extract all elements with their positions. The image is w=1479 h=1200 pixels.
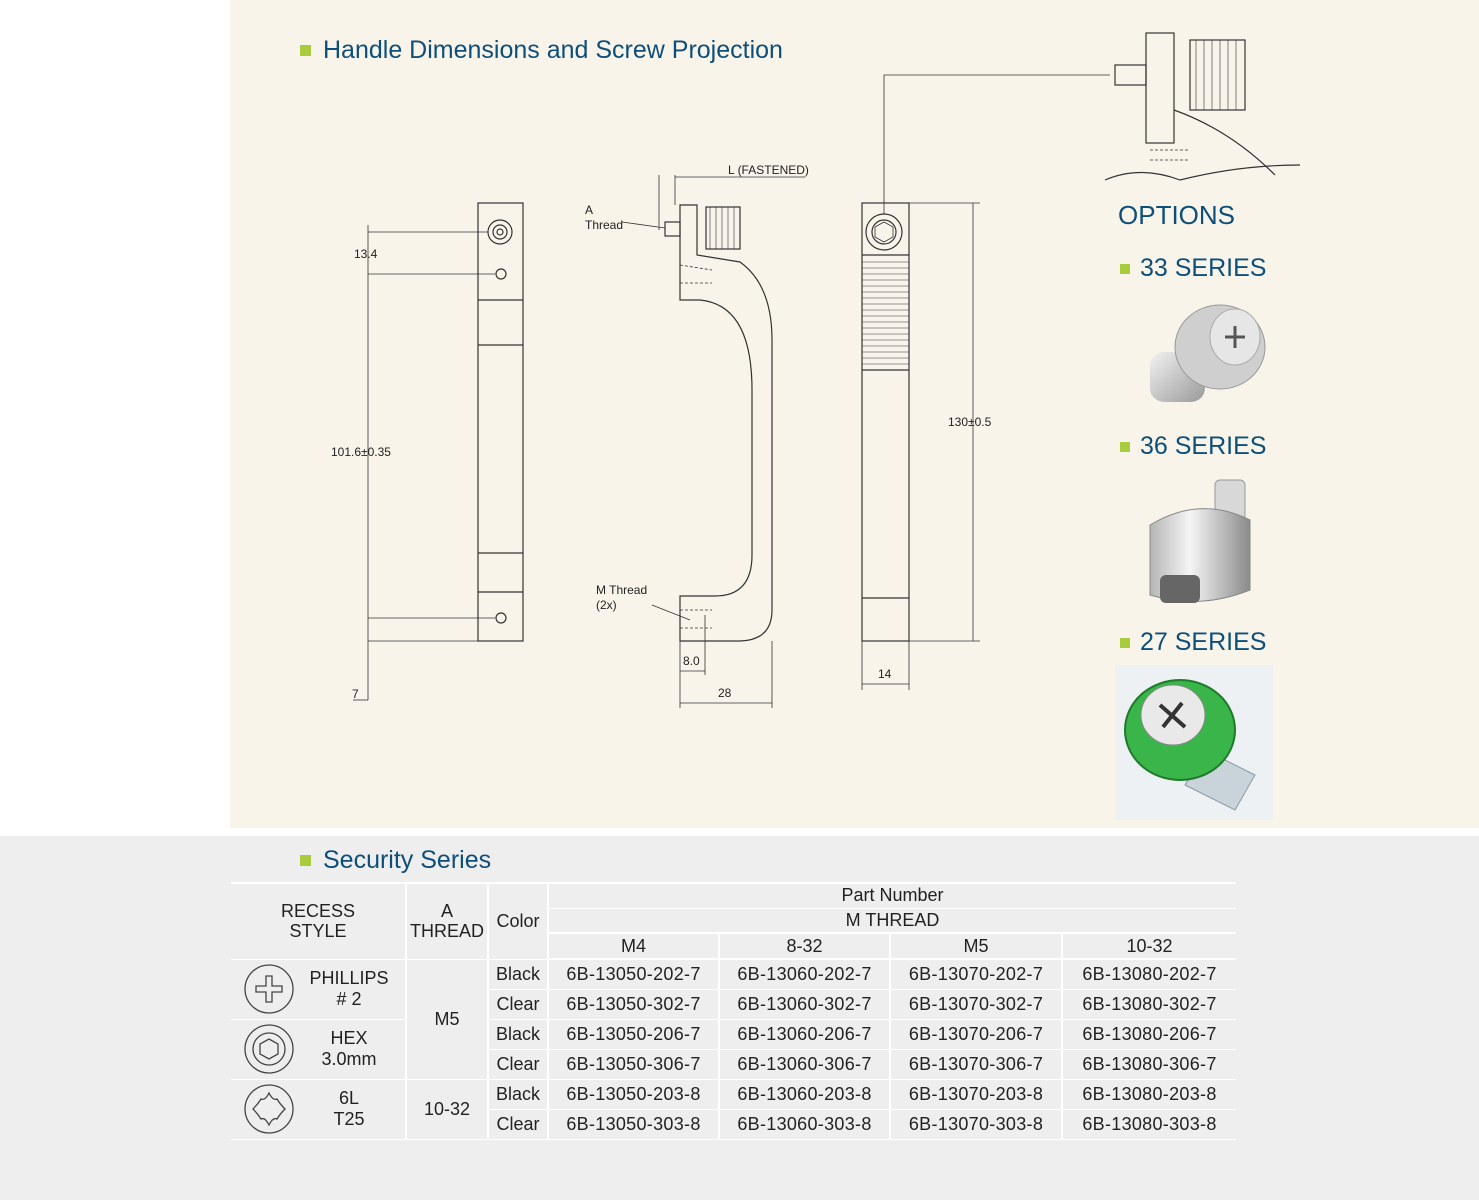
series-27-label: 27 SERIES [1120, 628, 1266, 657]
dim-13-4-label: 13.4 [354, 247, 378, 261]
col-8-32: 8-32 [719, 933, 891, 960]
a-thread-label-2: Thread [585, 218, 623, 232]
bullet-icon [1120, 637, 1130, 648]
table-row: PHILLIPS # 2 M5 Black 6B-13050-202-7 6B-… [231, 959, 1236, 1080]
table-row: Clear 6B-13050-303-8 6B-13060-303-8 6B-1… [231, 1109, 1236, 1140]
section-title-handle: Handle Dimensions and Screw Projection [300, 36, 783, 65]
dim-14-label: 14 [878, 667, 892, 681]
handle-side-view [679, 204, 773, 642]
table-row: Clear 6B-13050-306-7 6B-13060-306-7 6B-1… [231, 1049, 1236, 1080]
header-color: Color [488, 883, 549, 960]
recess-torx-cell: 6L T25 [231, 1079, 407, 1140]
table-row: 6L T25 10-32 Black 6B-13050-203-8 6B-130… [231, 1079, 1236, 1140]
header-a-thread: A THREAD [406, 883, 489, 960]
table-row: Clear 6B-13050-302-7 6B-13060-302-7 6B-1… [231, 989, 1236, 1020]
bullet-icon [300, 45, 311, 56]
a-thread-label: A [585, 203, 593, 217]
col-10-32: 10-32 [1062, 933, 1236, 960]
header-recess-style: RECESS STYLE [231, 883, 407, 960]
series-27-screw-image [1115, 665, 1273, 820]
a-thread-10-32: 10-32 [406, 1079, 489, 1140]
section-title-security: Security Series [300, 846, 491, 875]
series-33-label: 33 SERIES [1120, 254, 1266, 283]
handle-rear-view [861, 202, 910, 642]
hex-recess-icon [244, 1024, 294, 1074]
handle-dimension-drawing: 13.4 101.6±0.35 7 L (FASTENED) A Thread … [331, 32, 1301, 708]
bullet-icon [1120, 263, 1130, 274]
detail-view [1145, 32, 1175, 144]
bullet-icon [300, 855, 311, 866]
dim-7-label: 7 [352, 687, 359, 701]
series-36-screw-image [1149, 479, 1251, 603]
torx-recess-icon [244, 1084, 294, 1134]
dim-8-label: 8.0 [683, 654, 700, 668]
handle-front-view [477, 202, 524, 642]
table-row: HEX 3.0mm Black 6B-13050-206-7 6B-13060-… [231, 1019, 1236, 1080]
a-thread-m5: M5 [406, 959, 489, 1080]
recess-phillips-cell: PHILLIPS # 2 [231, 959, 407, 1020]
series-33-screw-image [1150, 304, 1266, 402]
bullet-icon [1120, 441, 1130, 452]
dim-130-label: 130±0.5 [948, 415, 992, 429]
series-36-label: 36 SERIES [1120, 432, 1266, 461]
header-m-thread: M THREAD [548, 908, 1236, 934]
part-number-table: RECESS STYLE A THREAD Color Part Number … [231, 882, 1236, 1140]
dim-28-label: 28 [718, 686, 732, 700]
header-part-number: Part Number [548, 883, 1236, 909]
recess-hex-cell: HEX 3.0mm [231, 1019, 407, 1080]
m-thread-label: M Thread [596, 583, 647, 597]
l-fastened-label: L (FASTENED) [728, 163, 809, 177]
col-m4: M4 [548, 933, 720, 960]
col-m5: M5 [890, 933, 1063, 960]
dim-101-label: 101.6±0.35 [331, 445, 391, 459]
m-thread-label-2: (2x) [596, 598, 617, 612]
options-title: OPTIONS [1118, 200, 1236, 230]
phillips-recess-icon [244, 964, 294, 1014]
